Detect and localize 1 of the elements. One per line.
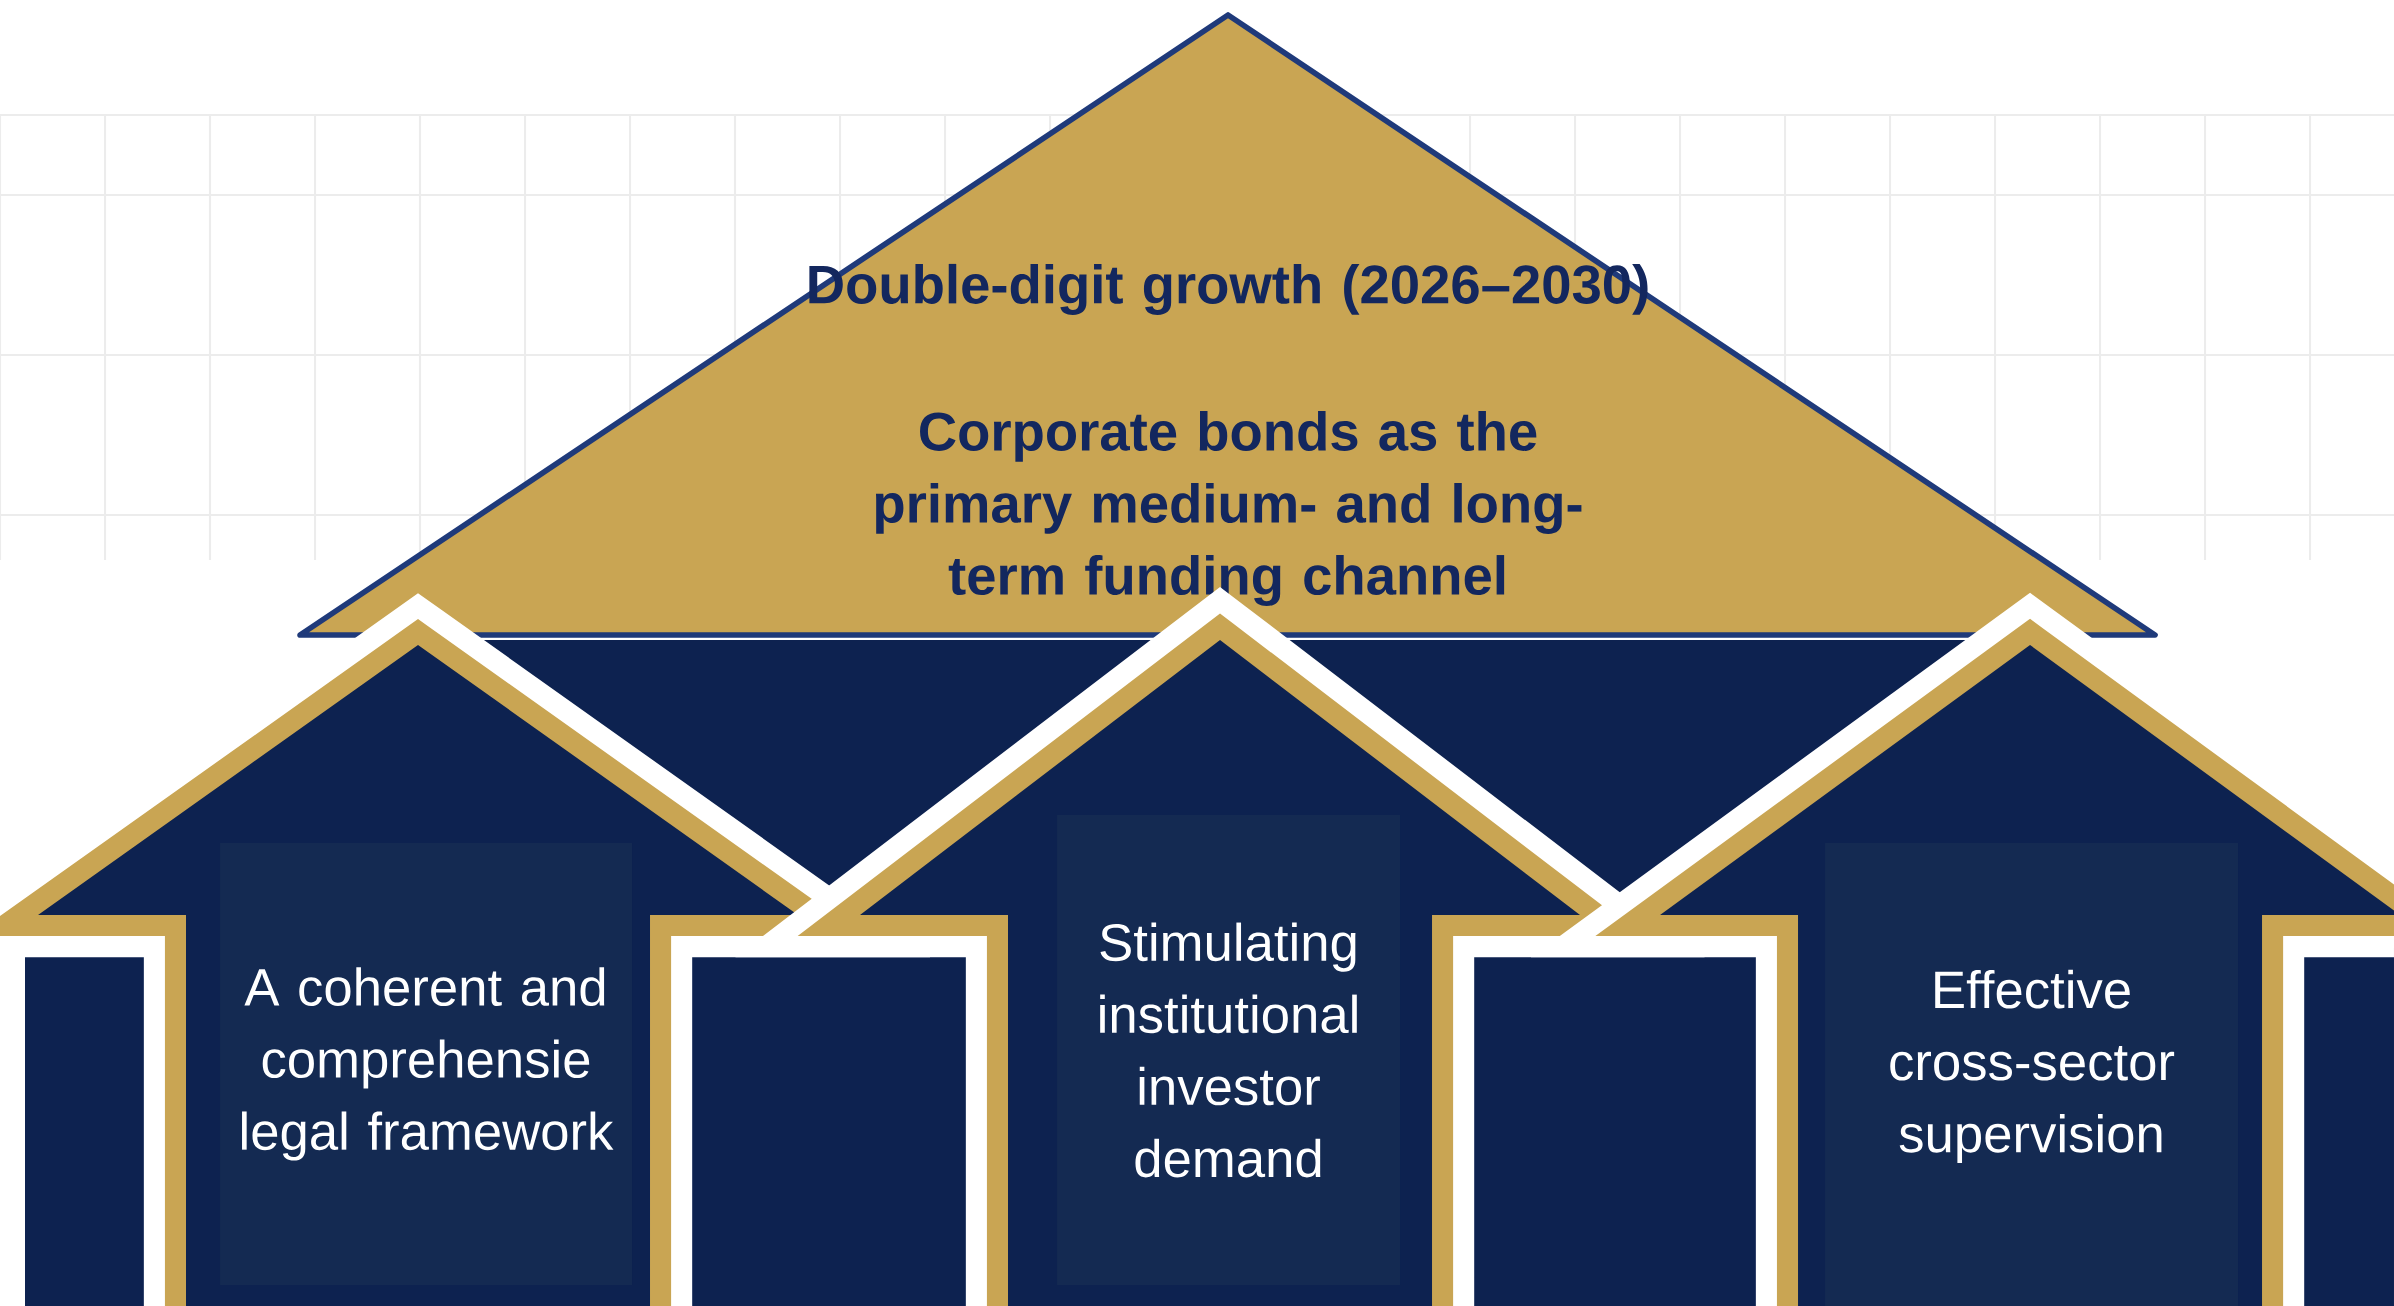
roof-triangle: Double-digit growth (2026–2030) Corporate bonds as the primary medium- and long-term funding channel bbox=[297, 12, 2158, 638]
